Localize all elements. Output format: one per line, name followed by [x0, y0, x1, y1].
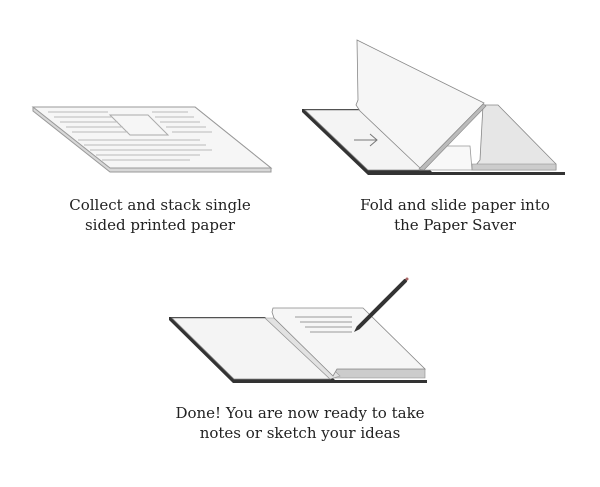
step-3-caption: Done! You are now ready to take notes or…	[150, 403, 450, 443]
step-2-caption: Fold and slide paper into the Paper Save…	[330, 195, 580, 235]
step-1-line-2: sided printed paper	[84, 216, 236, 234]
step-3-line-1: Done! You are now ready to take	[175, 404, 425, 422]
paper-stack-illustration	[31, 106, 273, 173]
step-2-line-1: Fold and slide paper into	[360, 196, 550, 214]
step-1-caption: Collect and stack single sided printed p…	[40, 195, 280, 235]
step-1-line-1: Collect and stack single	[69, 196, 251, 214]
step-2-line-2: the Paper Saver	[394, 216, 516, 234]
fold-slide-illustration	[302, 39, 565, 175]
step-3-line-2: notes or sketch your ideas	[199, 424, 401, 442]
pencil-icon	[354, 277, 409, 332]
ready-notebook-illustration	[169, 277, 427, 383]
